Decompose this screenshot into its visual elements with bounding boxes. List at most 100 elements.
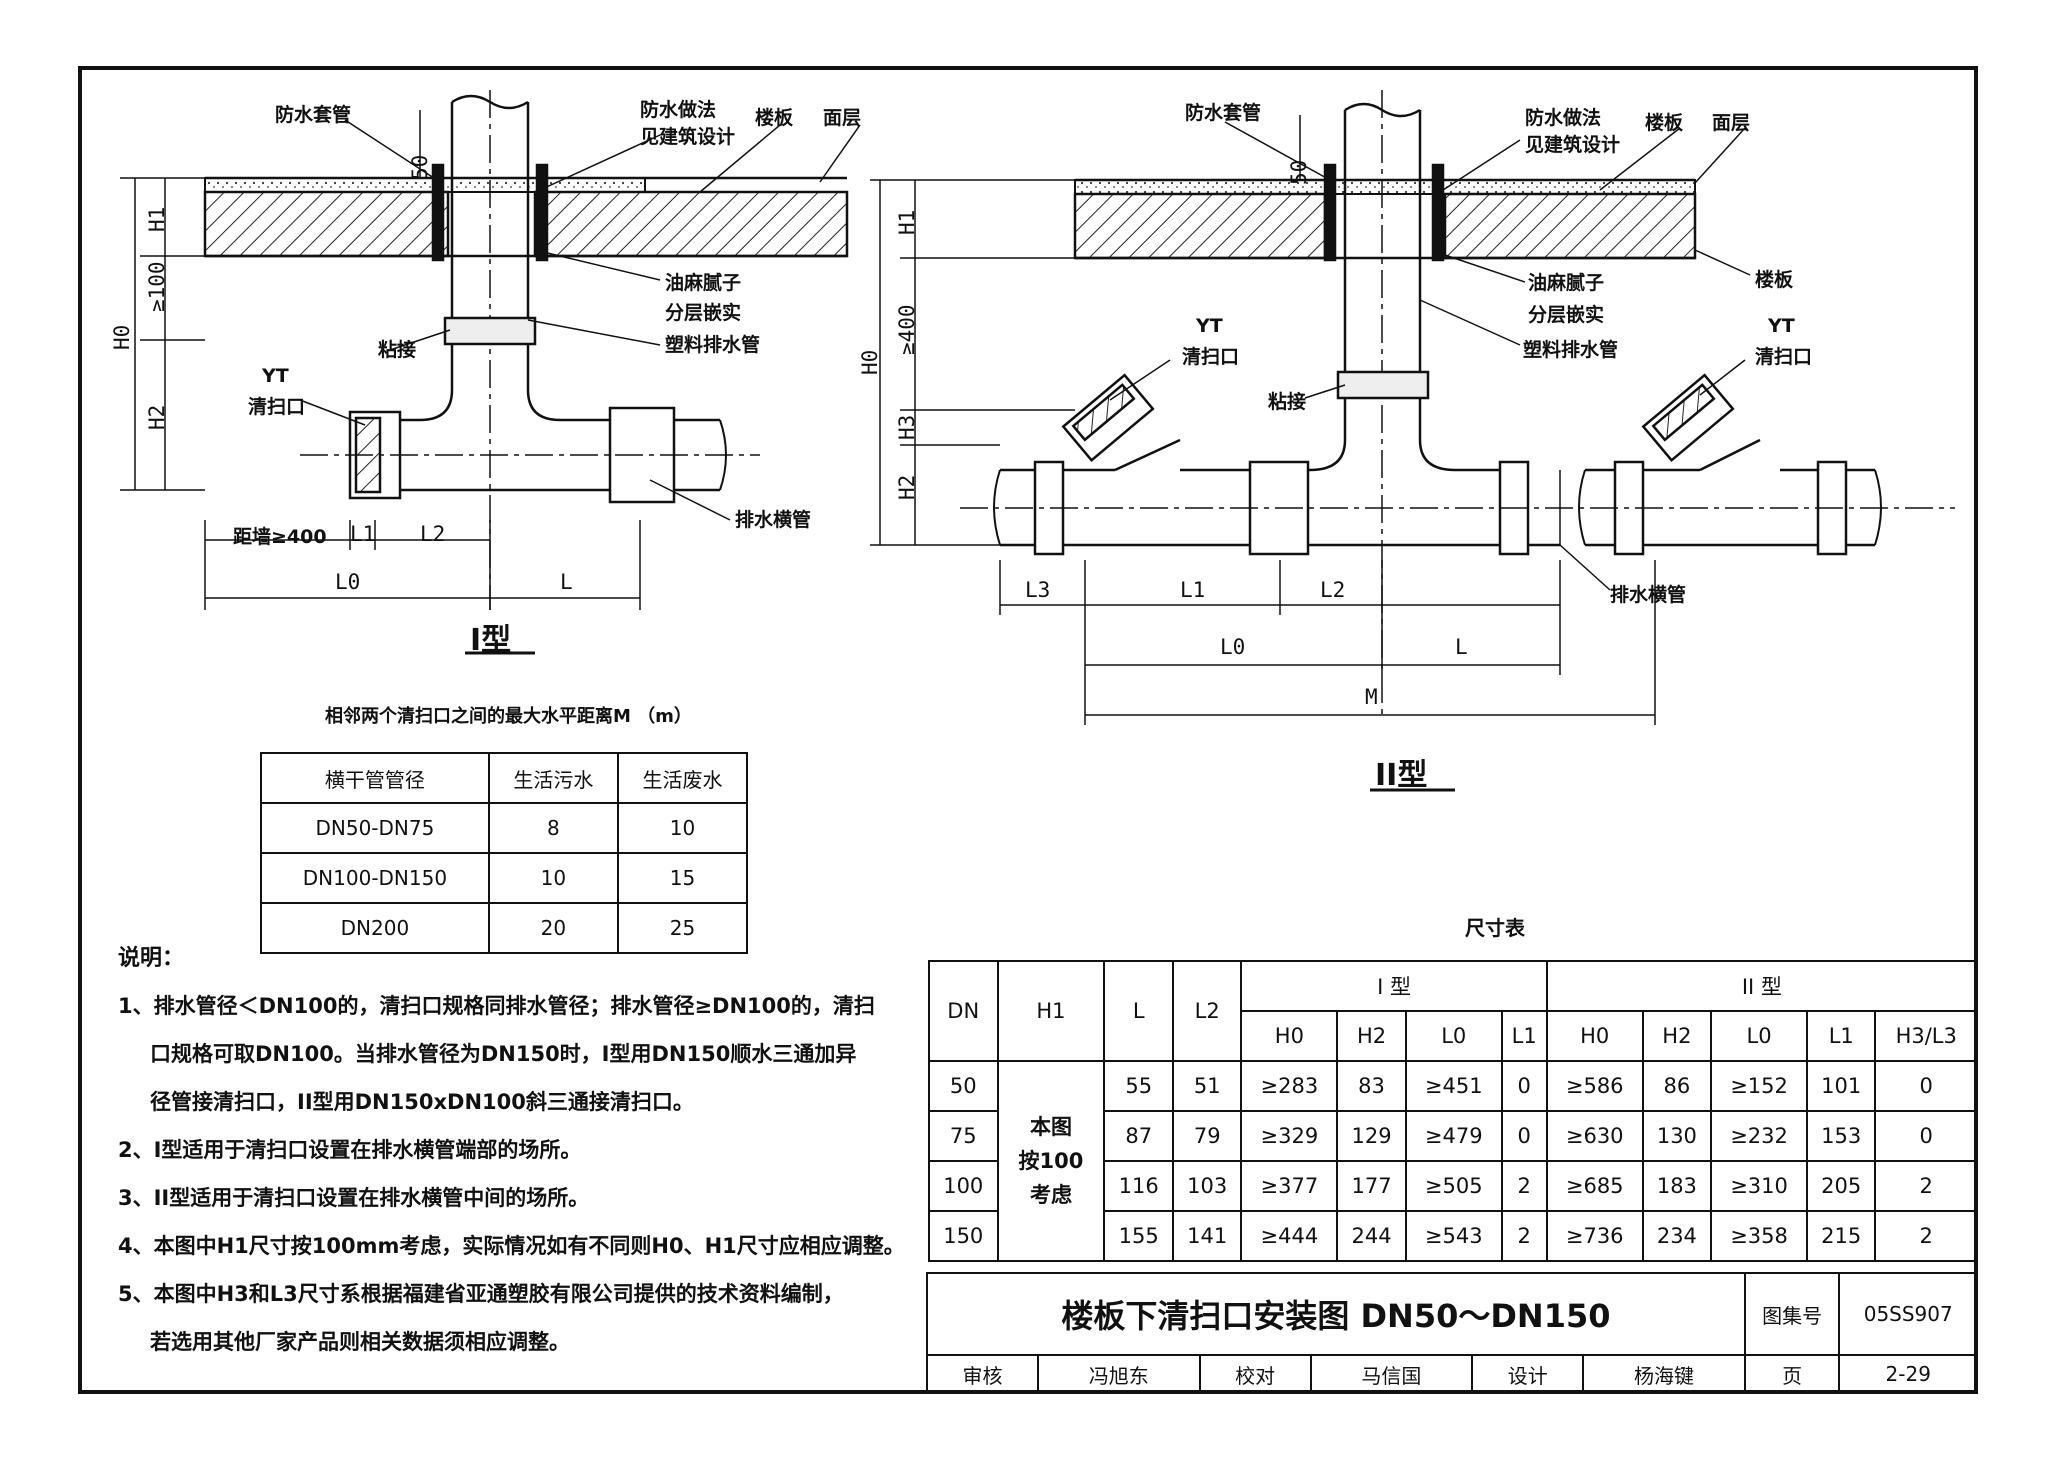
table-cell: ≥152: [1710, 1060, 1808, 1112]
table-cell: 51: [1171, 1060, 1243, 1112]
table-cell: 2: [1500, 1210, 1548, 1262]
type2-horiz-pipe-label: 排水横管: [1610, 584, 1687, 606]
table-header: L0: [1404, 1010, 1503, 1062]
note-line: 口规格可取DN100。当排水管径为DN150时，I型用DN150顺水三通加异: [150, 1042, 857, 1066]
type1-dim-L0: L0: [335, 570, 361, 594]
table-cell: 2: [1874, 1210, 1978, 1262]
table-cell: 0: [1500, 1060, 1548, 1112]
table-cell: 150: [928, 1210, 999, 1262]
type1-glue-joint: [443, 316, 537, 346]
check-label: 校对: [1198, 1354, 1312, 1394]
title-block: 楼板下清扫口安装图 DN50～DN150 图集号 05SS907 审核 冯旭东 …: [925, 1272, 1978, 1394]
table-cell: 0: [1874, 1110, 1978, 1162]
type1-horiz-pipe-label: 排水横管: [735, 509, 812, 531]
type2-dim-H3: H3: [895, 414, 919, 440]
table-cell: DN50-DN75: [260, 802, 490, 854]
type1-dim-H2: H2: [145, 404, 169, 430]
table-cell: ≥451: [1404, 1060, 1503, 1112]
table-cell: 153: [1805, 1110, 1877, 1162]
table-cell: DN200: [260, 902, 490, 954]
table-cell: ≥358: [1710, 1210, 1808, 1262]
table-cell: 79: [1171, 1110, 1243, 1162]
note-line: 5、本图中H3和L3尺寸系根据福建省亚通塑胶有限公司提供的技术资料编制，: [118, 1282, 844, 1306]
table-row: DN50-DN75 8 10: [260, 802, 749, 854]
table-cell: 55: [1103, 1060, 1174, 1112]
type2-dim-L0: L0: [1220, 635, 1246, 659]
table-header: H0: [1240, 1010, 1339, 1062]
table-cell: 155: [1103, 1210, 1174, 1262]
review-label: 审核: [925, 1354, 1040, 1394]
reviewer-name: 冯旭东: [1037, 1354, 1201, 1394]
type1-drawing: [120, 90, 861, 610]
table-cell: ≥329: [1240, 1110, 1339, 1162]
type2-waterproof-label-1: 防水做法: [1525, 107, 1602, 129]
page-number: 2-29: [1838, 1354, 1978, 1394]
type2-slab-left: [1073, 192, 1327, 260]
type1-dim-50: 50: [408, 154, 432, 180]
type1-waterproof-label-2: 见建筑设计: [640, 126, 736, 148]
type2-sleeve-right: [1431, 163, 1445, 262]
type1-wall-distance-label: 距墙≥400: [233, 526, 327, 548]
table-cell: 234: [1641, 1210, 1713, 1262]
type2-dim-H1: H1: [895, 209, 919, 235]
table-cell: 141: [1171, 1210, 1243, 1262]
table-header: L0: [1710, 1010, 1808, 1062]
table-row: DN100-DN150 10 15: [260, 852, 749, 904]
table-header: H1: [996, 960, 1106, 1062]
table-header: L2: [1171, 960, 1243, 1062]
title-block-table: 楼板下清扫口安装图 DN50～DN150 图集号 05SS907 审核 冯旭东 …: [925, 1272, 1978, 1394]
type1-floor-slab-label: 楼板: [755, 107, 794, 129]
note-line: 2、I型适用于清扫口设置在排水横管端部的场所。: [118, 1138, 582, 1162]
table-cell: 103: [1171, 1160, 1243, 1212]
type2-cleanout-right-label: 清扫口: [1755, 346, 1813, 368]
type2-pipe-label: 塑料排水管: [1523, 339, 1619, 361]
note-line: 3、II型适用于清扫口设置在排水横管中间的场所。: [118, 1186, 590, 1210]
type2-dim-ge400: ≥400: [895, 304, 919, 355]
atlas-label: 图集号: [1743, 1272, 1841, 1356]
dimension-table: DN H1 L L2 I 型 II 型 H0 H2 L0 L1 H0 H2 L0…: [928, 960, 1979, 1262]
type1-waterproof-label-1: 防水做法: [640, 99, 717, 121]
table-cell: 129: [1336, 1110, 1407, 1162]
h1-note-line: 按100: [1018, 1149, 1084, 1173]
type1-sealant-label-2: 分层嵌实: [665, 302, 742, 324]
table-cell: 2: [1500, 1160, 1548, 1212]
type2-floor-slab-label: 楼板: [1645, 112, 1684, 134]
max-distance-table: 横干管管径 生活污水 生活废水 DN50-DN75 8 10 DN100-DN1…: [260, 752, 749, 954]
type1-sleeve-label: 防水套管: [275, 104, 352, 126]
table-header: H2: [1641, 1010, 1713, 1062]
type1-yt-label: YT: [262, 365, 289, 387]
table-cell: 183: [1641, 1160, 1713, 1212]
type2-floor-slab-label-2: 楼板: [1755, 269, 1794, 291]
type2-waterproof-label-2: 见建筑设计: [1525, 134, 1621, 156]
table-header: 生活废水: [616, 752, 749, 804]
table-header: II 型: [1545, 960, 1979, 1012]
table-cell: 2: [1874, 1160, 1978, 1212]
table-header: L: [1103, 960, 1174, 1062]
table-cell: 87: [1103, 1110, 1174, 1162]
type2-dim-50: 50: [1287, 159, 1311, 185]
table-cell: 25: [616, 902, 749, 954]
table-cell: ≥736: [1545, 1210, 1644, 1262]
note-line: 径管接清扫口，II型用DN150xDN100斜三通接清扫口。: [150, 1090, 694, 1114]
type1-dim-L2: L2: [420, 522, 446, 546]
table-cell: ≥283: [1240, 1060, 1339, 1112]
type2-surface-label: 面层: [1712, 112, 1751, 134]
type2-cleanout-left: [1061, 373, 1155, 463]
table-cell: 20: [487, 902, 619, 954]
type2-sleeve-left: [1323, 163, 1337, 262]
table-cell: ≥630: [1545, 1110, 1644, 1162]
type2-cleanout-left-label: 清扫口: [1182, 346, 1240, 368]
table-cell: 100: [928, 1160, 999, 1212]
table-cell: ≥685: [1545, 1160, 1644, 1212]
table-cell: ≥310: [1710, 1160, 1808, 1212]
table-cell: 101: [1805, 1060, 1877, 1112]
table-cell: 130: [1641, 1110, 1713, 1162]
table-cell: 0: [1500, 1110, 1548, 1162]
table-cell: ≥543: [1404, 1210, 1503, 1262]
type1-surface-layer: [204, 177, 646, 193]
table-cell: 86: [1641, 1060, 1713, 1112]
table-cell: ≥444: [1240, 1210, 1339, 1262]
table-cell: 205: [1805, 1160, 1877, 1212]
type1-sleeve-left: [431, 163, 445, 262]
type1-dim-H1: H1: [145, 206, 169, 232]
